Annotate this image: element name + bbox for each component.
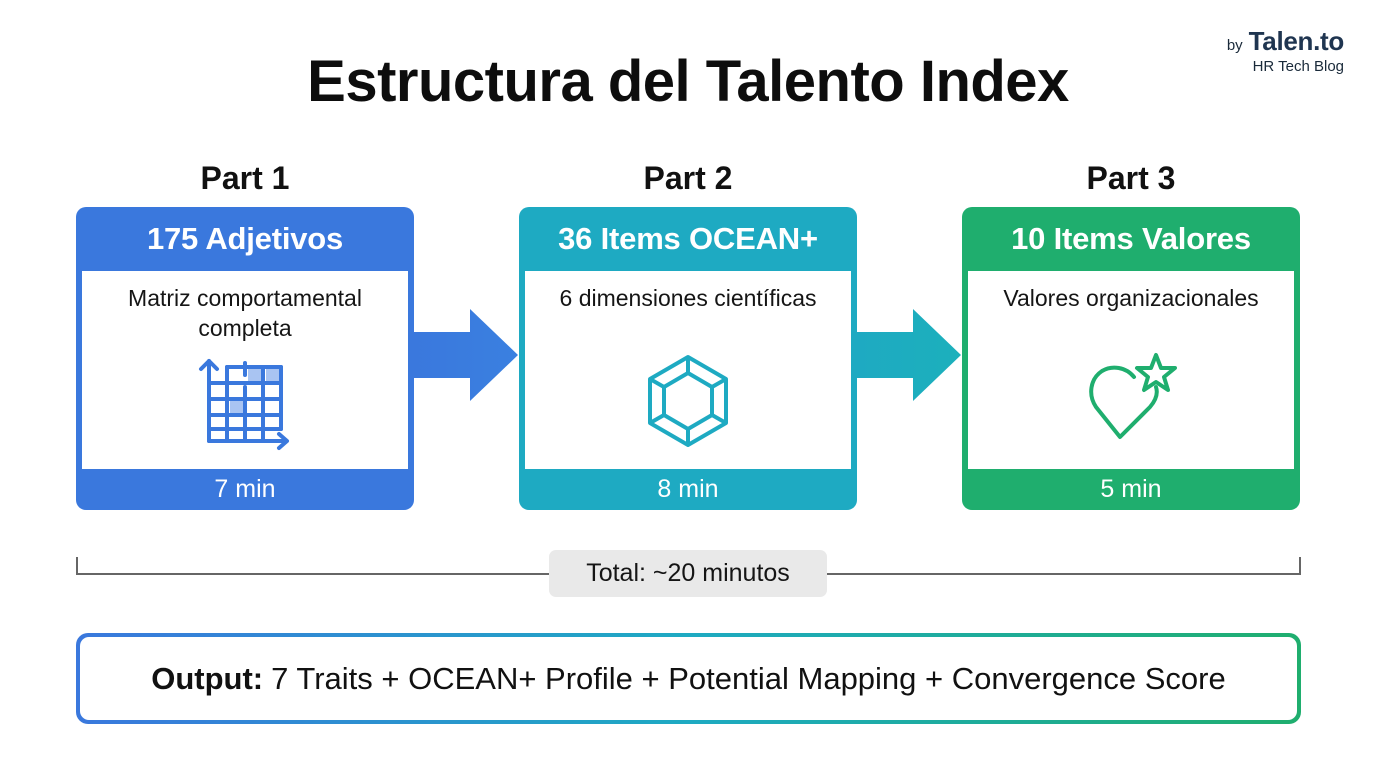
part-2-card: 36 Items OCEAN+ 6 dimensiones científica… bbox=[519, 207, 857, 510]
part-3-card: 10 Items Valores Valores organizacionale… bbox=[962, 207, 1300, 510]
part-1-description: Matriz comportamental completa bbox=[128, 285, 362, 341]
brand-logo: by Talen.to HR Tech Blog bbox=[1227, 26, 1344, 75]
hexagon-gem-icon bbox=[648, 355, 728, 447]
part-1-body: Matriz comportamental completa bbox=[82, 271, 408, 469]
part-1-heading: 175 Adjetivos bbox=[146, 221, 344, 256]
part-2-body: 6 dimensiones científicas bbox=[525, 271, 851, 469]
grid-matrix-icon bbox=[199, 359, 289, 450]
part-1-card: 175 Adjetivos Matriz comportamental comp… bbox=[76, 207, 414, 510]
output-label: Output: bbox=[151, 660, 264, 696]
part-2-description: 6 dimensiones científicas bbox=[559, 285, 817, 311]
arrow-part-1-to-2 bbox=[412, 309, 518, 401]
brand-by: by bbox=[1226, 37, 1243, 54]
part-1-duration: 7 min bbox=[214, 475, 276, 503]
part-3-duration: 5 min bbox=[1100, 475, 1162, 503]
total-time-badge: Total: ~20 minutos bbox=[549, 550, 827, 597]
heart-star-icon bbox=[1089, 353, 1177, 439]
part-3-label: Part 3 bbox=[1086, 160, 1176, 196]
part-2-label: Part 2 bbox=[643, 160, 733, 196]
page-title: Estructura del Talento Index bbox=[307, 49, 1069, 114]
part-3-body: Valores organizacionales bbox=[968, 271, 1294, 469]
output-text: 7 Traits + OCEAN+ Profile + Potential Ma… bbox=[271, 660, 1226, 696]
part-3-heading: 10 Items Valores bbox=[1011, 221, 1251, 256]
part-2-duration: 8 min bbox=[657, 475, 719, 503]
arrow-part-2-to-3 bbox=[855, 309, 961, 401]
part-1-label: Part 1 bbox=[200, 160, 290, 196]
output-box: Output: 7 Traits + OCEAN+ Profile + Pote… bbox=[76, 633, 1301, 724]
brand-subtitle: HR Tech Blog bbox=[1252, 58, 1344, 75]
brand-name: Talen.to bbox=[1248, 26, 1345, 56]
part-2-heading: 36 Items OCEAN+ bbox=[558, 221, 818, 256]
part-3-description: Valores organizacionales bbox=[1003, 285, 1259, 311]
